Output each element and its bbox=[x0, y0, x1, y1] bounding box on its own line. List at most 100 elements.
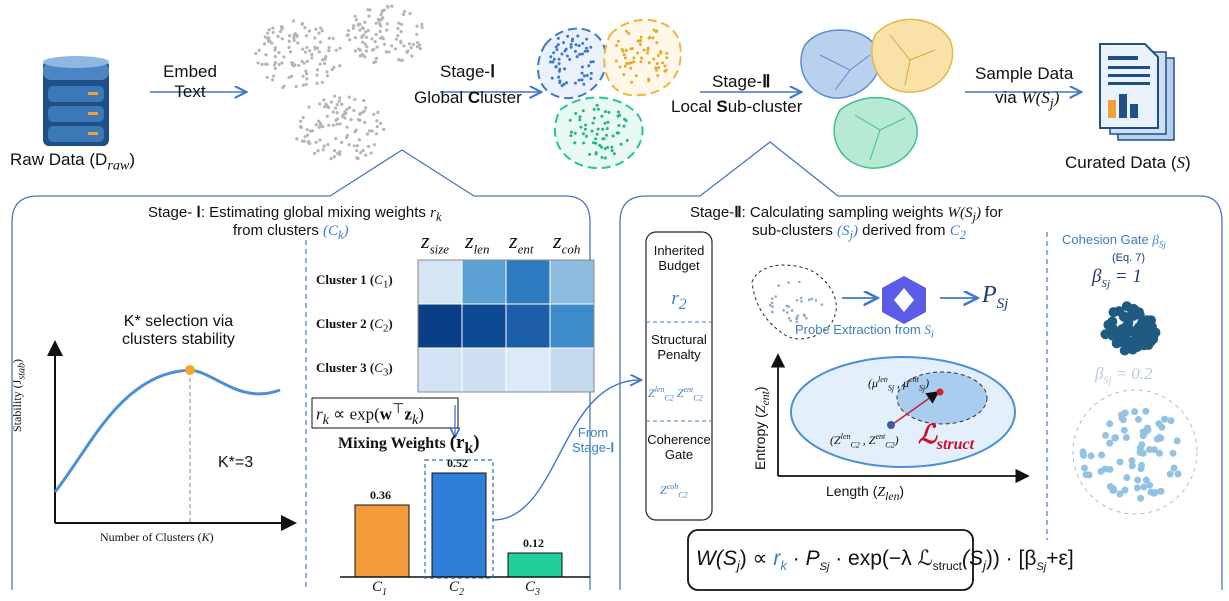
mu-label: (μlenSj , μentSj) bbox=[868, 375, 930, 393]
cluster-point bbox=[556, 43, 560, 47]
database-icon bbox=[43, 56, 109, 146]
grey-point bbox=[325, 74, 329, 78]
loose-point bbox=[1170, 464, 1178, 472]
grey-point bbox=[378, 22, 382, 26]
grey-point bbox=[390, 4, 394, 8]
probe-point bbox=[770, 297, 774, 300]
loose-point bbox=[1142, 407, 1150, 415]
grey-point bbox=[267, 28, 271, 32]
heatmap-cell bbox=[549, 347, 595, 393]
grey-point bbox=[352, 144, 356, 148]
stage1-panel-subtitle: from clusters (Ck) bbox=[233, 222, 349, 242]
cluster-point bbox=[596, 107, 600, 111]
grey-point bbox=[306, 140, 310, 144]
grey-point bbox=[267, 39, 271, 44]
cluster-point bbox=[573, 141, 577, 145]
grey-point bbox=[266, 31, 270, 35]
grey-point bbox=[385, 4, 390, 8]
grey-point bbox=[420, 22, 424, 27]
cluster-point bbox=[576, 34, 580, 38]
bar-C2 bbox=[431, 472, 487, 578]
grey-point bbox=[376, 17, 380, 22]
heatmap-cell bbox=[417, 259, 463, 305]
cluster-point bbox=[617, 110, 621, 114]
grey-point bbox=[364, 106, 368, 110]
grey-point bbox=[332, 148, 337, 153]
grey-point bbox=[364, 49, 368, 53]
grey-point bbox=[303, 135, 307, 139]
loose-point bbox=[1142, 476, 1150, 484]
grey-point bbox=[318, 121, 323, 125]
cohesive-point bbox=[1126, 336, 1137, 347]
grey-point bbox=[301, 116, 305, 120]
cluster-point bbox=[557, 69, 561, 73]
cluster-point bbox=[591, 121, 595, 125]
r2-value: r2 bbox=[671, 288, 687, 313]
grey-point bbox=[402, 44, 406, 48]
grey-point bbox=[358, 54, 362, 58]
stage2-panel-title: Stage-Ⅱ: Calculating sampling weights W(… bbox=[690, 204, 1003, 224]
loose-point bbox=[1138, 441, 1146, 449]
loose-point bbox=[1102, 432, 1110, 440]
grey-point bbox=[367, 14, 371, 18]
grey-point bbox=[366, 144, 371, 149]
grey-point bbox=[357, 138, 362, 142]
grey-point bbox=[299, 119, 303, 123]
cluster-point bbox=[595, 103, 599, 107]
loose-point bbox=[1122, 434, 1130, 442]
cluster-point bbox=[588, 152, 592, 156]
cluster-point bbox=[639, 60, 643, 64]
cluster-point bbox=[586, 49, 590, 53]
loose-point bbox=[1116, 490, 1124, 498]
probe-point bbox=[785, 311, 789, 314]
grey-point bbox=[313, 36, 317, 40]
cluster-point bbox=[657, 66, 661, 70]
heatmap-cell bbox=[417, 303, 463, 349]
grey-point bbox=[271, 30, 275, 35]
loose-point bbox=[1157, 487, 1165, 495]
grey-point bbox=[340, 102, 344, 107]
heatmap-cell bbox=[461, 259, 507, 305]
cohesive-point bbox=[1133, 330, 1144, 341]
loose-point bbox=[1106, 420, 1114, 428]
cluster-point bbox=[582, 74, 586, 78]
loose-point bbox=[1144, 424, 1152, 432]
grey-point bbox=[318, 40, 323, 44]
grey-point bbox=[364, 30, 368, 34]
grey-point bbox=[329, 157, 333, 161]
grey-point bbox=[321, 148, 325, 152]
grey-point bbox=[305, 45, 309, 50]
cluster-point bbox=[554, 45, 558, 49]
cluster-point bbox=[565, 81, 569, 85]
grey-point bbox=[378, 29, 382, 34]
grey-point bbox=[399, 22, 404, 26]
grey-point bbox=[300, 59, 304, 64]
grey-point bbox=[367, 129, 372, 133]
eq7-label: (Eq. 7) bbox=[1112, 252, 1146, 264]
cluster-point bbox=[594, 137, 598, 141]
grey-point bbox=[379, 12, 383, 17]
grey-point bbox=[273, 54, 277, 59]
grey-point bbox=[375, 119, 379, 123]
cluster-point bbox=[661, 61, 665, 65]
grey-point bbox=[265, 75, 269, 79]
cluster-point bbox=[659, 51, 663, 55]
cluster-point bbox=[655, 29, 659, 33]
cluster-point bbox=[563, 67, 567, 71]
loose-point bbox=[1155, 449, 1163, 457]
grey-point bbox=[287, 39, 291, 43]
bar-value-label: 0.36 bbox=[370, 488, 391, 502]
grey-point bbox=[384, 50, 388, 54]
psj-label: PSj bbox=[982, 282, 1009, 312]
grey-point bbox=[380, 35, 384, 39]
grey-point bbox=[361, 148, 365, 153]
loose-point bbox=[1116, 458, 1124, 466]
grey-point bbox=[270, 41, 274, 45]
grey-point bbox=[273, 61, 278, 65]
grey-point bbox=[363, 42, 367, 46]
cluster-point bbox=[589, 60, 593, 64]
cluster-point bbox=[603, 147, 607, 151]
grey-point bbox=[374, 132, 379, 136]
cluster-point bbox=[630, 80, 634, 84]
grey-point bbox=[301, 139, 305, 143]
